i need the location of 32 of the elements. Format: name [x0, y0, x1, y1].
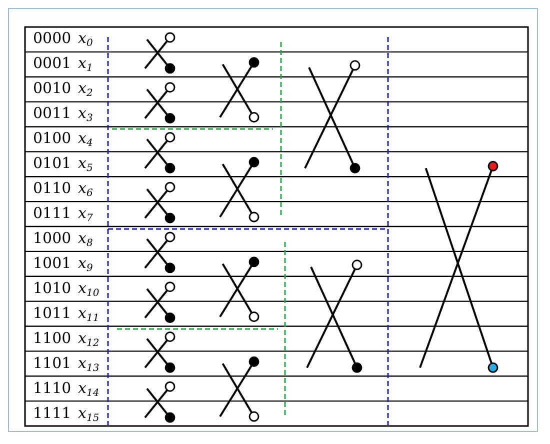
binary-index-label: 1100	[33, 328, 72, 347]
variable-label: x$_{4}$	[78, 129, 93, 148]
variable-label: x$_{10}$	[78, 278, 100, 297]
binary-index-label: 1101	[33, 354, 72, 372]
binary-index-label: 0010	[33, 79, 72, 98]
variable-label: x$_{7}$	[78, 204, 93, 222]
binary-index-label: 0100	[33, 129, 72, 148]
binary-index-label: 0001	[33, 54, 72, 72]
binary-index-label: 0000	[33, 29, 72, 48]
variable-label: x$_{3}$	[78, 104, 93, 122]
binary-index-label: 1110	[33, 378, 72, 397]
variable-label: x$_{2}$	[78, 79, 93, 98]
binary-index-label: 0110	[33, 179, 72, 198]
variable-label: x$_{8}$	[78, 228, 93, 247]
variable-label: x$_{11}$	[78, 304, 100, 322]
binary-index-label: 0011	[33, 104, 72, 122]
variable-label: x$_{1}$	[78, 54, 93, 72]
binary-index-label: 1001	[33, 254, 72, 272]
variable-label: x$_{12}$	[78, 328, 100, 347]
variable-label: x$_{6}$	[78, 179, 93, 198]
variable-label: x$_{9}$	[78, 254, 93, 272]
binary-index-label: 0101	[33, 154, 72, 172]
variable-label: x$_{14}$	[78, 378, 100, 397]
variable-label: x$_{5}$	[78, 154, 93, 172]
binary-index-label: 1010	[33, 278, 72, 297]
binary-index-label: 1111	[33, 404, 72, 422]
variable-label: x$_{0}$	[78, 29, 93, 48]
binary-index-label: 1011	[33, 304, 72, 322]
variable-label: x$_{13}$	[78, 354, 100, 372]
binary-index-label: 0111	[33, 204, 72, 222]
binary-index-label: 1000	[33, 228, 72, 247]
variable-label: x$_{15}$	[78, 404, 100, 422]
